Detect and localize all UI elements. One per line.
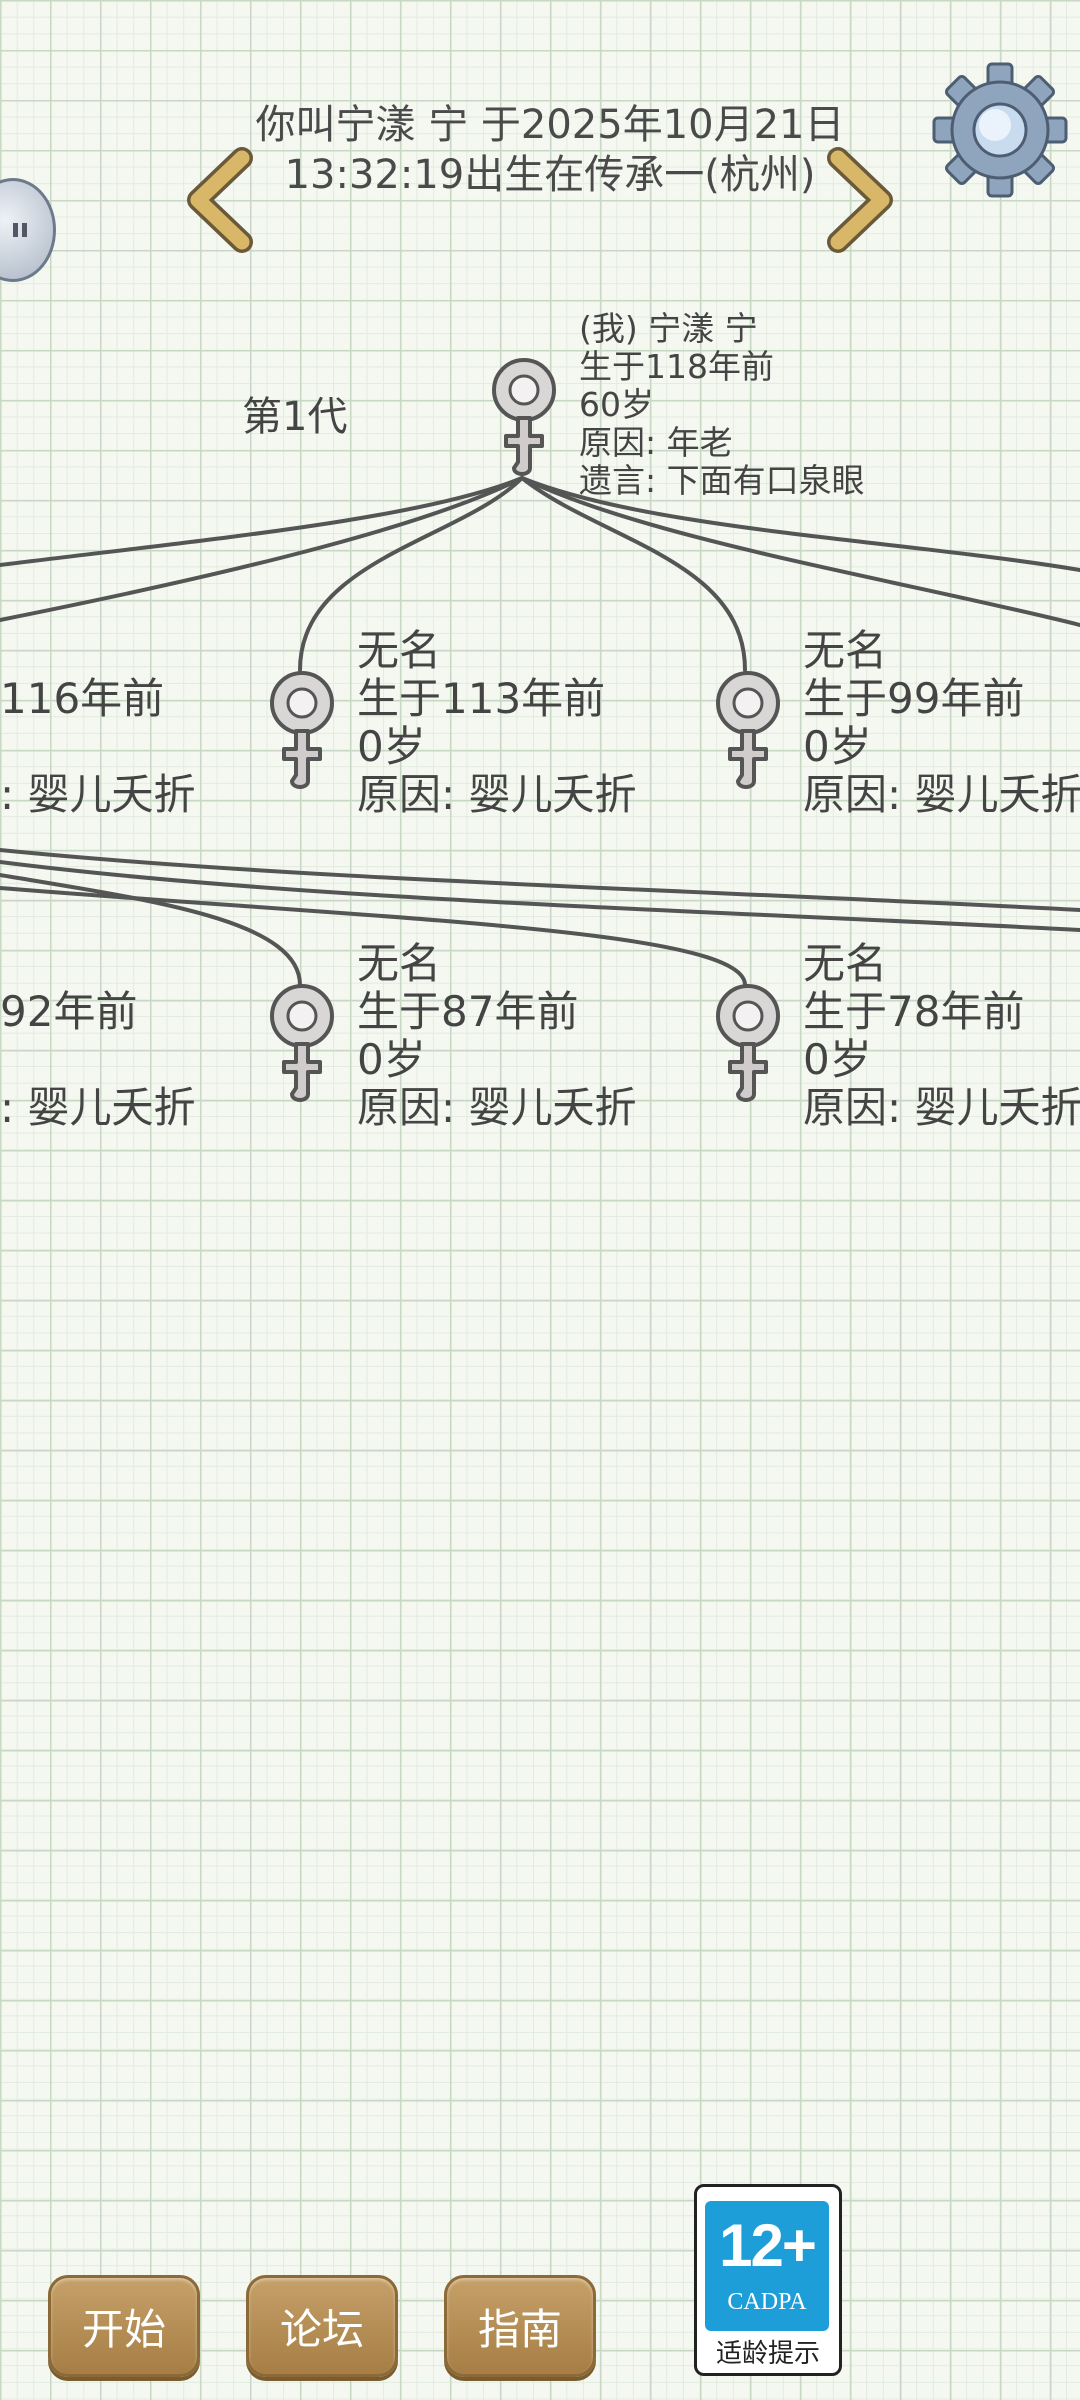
- node-born: 生于87年前: [357, 987, 579, 1036]
- node-name: 无名: [803, 626, 888, 675]
- node-born: 116年前: [0, 674, 165, 723]
- node-age: 0岁: [357, 1035, 426, 1084]
- female-symbol-icon: [270, 984, 334, 1102]
- birth-info-line1: 你叫宁漾 宁 于2025年10月21日: [255, 102, 845, 148]
- node-name: (我) 宁漾 宁: [579, 309, 758, 348]
- node-age: 0岁: [803, 1035, 872, 1084]
- node-age: 0岁: [803, 722, 872, 771]
- chevron-left-icon: [187, 147, 253, 253]
- node-born: 生于78年前: [803, 987, 1025, 1036]
- age-rating-panel: 12+ CADPA: [705, 2201, 829, 2331]
- female-symbol-icon: [716, 984, 780, 1102]
- node-age: 0岁: [357, 722, 426, 771]
- node-will: 遗言: 下面有口泉眼: [579, 461, 865, 500]
- birth-info-title: 你叫宁漾 宁 于2025年10月21日 13:32:19出生在传承一(杭州): [170, 100, 930, 200]
- node-name: 无名: [803, 939, 888, 988]
- node-cause: : 婴儿夭折: [0, 1083, 196, 1132]
- age-rating-badge[interactable]: 12+ CADPA 适龄提示: [694, 2184, 842, 2376]
- node-cause: 原因: 婴儿夭折: [803, 1083, 1080, 1132]
- node-cause: : 婴儿夭折: [0, 770, 196, 819]
- node-born: 生于118年前: [579, 347, 774, 386]
- node-cause: 原因: 年老: [579, 423, 733, 462]
- age-rating-value: 12+: [719, 2212, 817, 2279]
- birth-info-line2: 13:32:19出生在传承一(杭州): [284, 152, 816, 198]
- age-rating-tip: 适龄提示: [715, 2339, 820, 2369]
- node-cause: 原因: 婴儿夭折: [803, 770, 1080, 819]
- gear-icon: [932, 62, 1068, 198]
- pause-icon: [13, 223, 27, 237]
- node-name: 无名: [357, 626, 442, 675]
- forum-button[interactable]: 论坛: [246, 2275, 398, 2377]
- female-symbol-icon: [716, 671, 780, 789]
- settings-button[interactable]: [930, 60, 1070, 200]
- start-button[interactable]: 开始: [48, 2275, 200, 2377]
- node-cause: 原因: 婴儿夭折: [357, 1083, 637, 1132]
- node-born: 生于99年前: [803, 674, 1025, 723]
- node-name: 无名: [357, 939, 442, 988]
- guide-button[interactable]: 指南: [444, 2275, 596, 2377]
- node-born: 生于113年前: [357, 674, 606, 723]
- female-symbol-icon: [270, 671, 334, 789]
- next-button[interactable]: [820, 140, 900, 260]
- chevron-right-icon: [827, 147, 893, 253]
- age-rating-org: CADPA: [727, 2289, 807, 2315]
- node-age: 60岁: [579, 385, 654, 424]
- female-symbol-icon: [492, 358, 556, 476]
- node-cause: 原因: 婴儿夭折: [357, 770, 637, 819]
- generation-label: 第1代: [242, 394, 348, 440]
- node-born: 92年前: [0, 987, 138, 1036]
- prev-button[interactable]: [180, 140, 260, 260]
